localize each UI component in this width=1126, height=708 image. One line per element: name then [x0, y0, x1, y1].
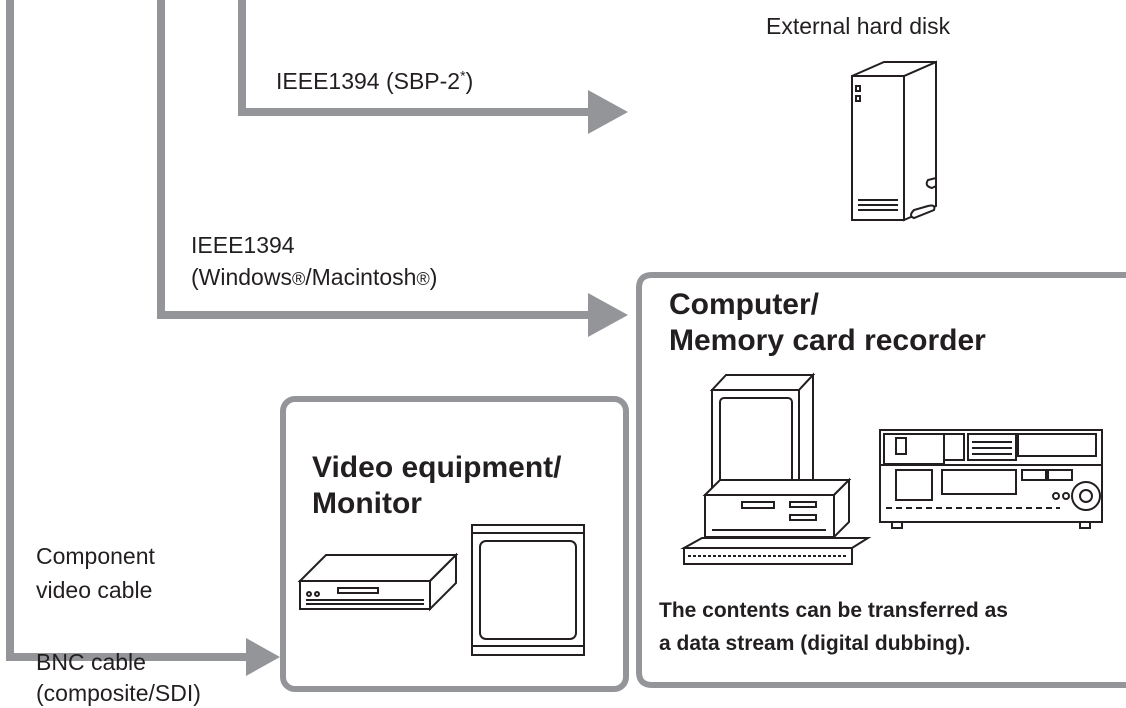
- video-equipment-box: [280, 396, 629, 692]
- monitor-icon: [471, 524, 585, 656]
- arrow-head-computer: [588, 293, 628, 337]
- registered-mark: ®: [416, 269, 430, 289]
- bnc-cable-label-line1: BNC cable: [36, 649, 146, 675]
- component-cable-label-line1: Component: [36, 543, 155, 569]
- ieee1394-pc-connector-line: [157, 0, 588, 319]
- sbp2-footnote-mark: *: [460, 67, 466, 84]
- ieee1394-sbp2-label: IEEE1394 (SBP-2*): [276, 66, 473, 96]
- ieee1394-label: IEEE1394: [191, 232, 295, 258]
- ieee1394-sbp2-close: ): [465, 68, 474, 94]
- data-stream-note-line1: The contents can be transferred as: [659, 599, 1008, 622]
- ieee1394-sbp2-text: IEEE1394 (SBP-2: [276, 68, 461, 94]
- arrow-head-hard-disk: [588, 90, 628, 134]
- computer-title-line1: Computer/: [669, 288, 819, 321]
- external-hard-disk-label: External hard disk: [766, 13, 951, 39]
- windows-text: (Windows: [191, 264, 292, 290]
- hard-disk-icon: [851, 60, 937, 222]
- registered-mark: ®: [291, 269, 306, 289]
- bnc-connector-line: [6, 0, 248, 661]
- windows-macintosh-close: ): [429, 264, 438, 290]
- bnc-cable-label-line2: (composite/SDI): [36, 680, 201, 706]
- data-stream-note-line2: a data stream (digital dubbing).: [659, 632, 971, 655]
- memory-card-recorder-icon: [879, 429, 1103, 529]
- vcr-icon: [297, 552, 459, 612]
- component-cable-label-line2: video cable: [36, 577, 153, 603]
- macintosh-text: /Macintosh: [305, 264, 417, 290]
- arrow-head-video: [246, 638, 280, 676]
- video-equipment-title-line2: Monitor: [312, 487, 422, 520]
- windows-macintosh-label: (Windows®/Macintosh®): [191, 262, 437, 294]
- computer-title-line2: Memory card recorder: [669, 324, 986, 357]
- computer-recorder-box: [636, 272, 1126, 688]
- ieee1394-sbp2-connector-line: [238, 0, 588, 116]
- video-equipment-title-line1: Video equipment/: [312, 451, 562, 484]
- computer-icon: [680, 372, 872, 565]
